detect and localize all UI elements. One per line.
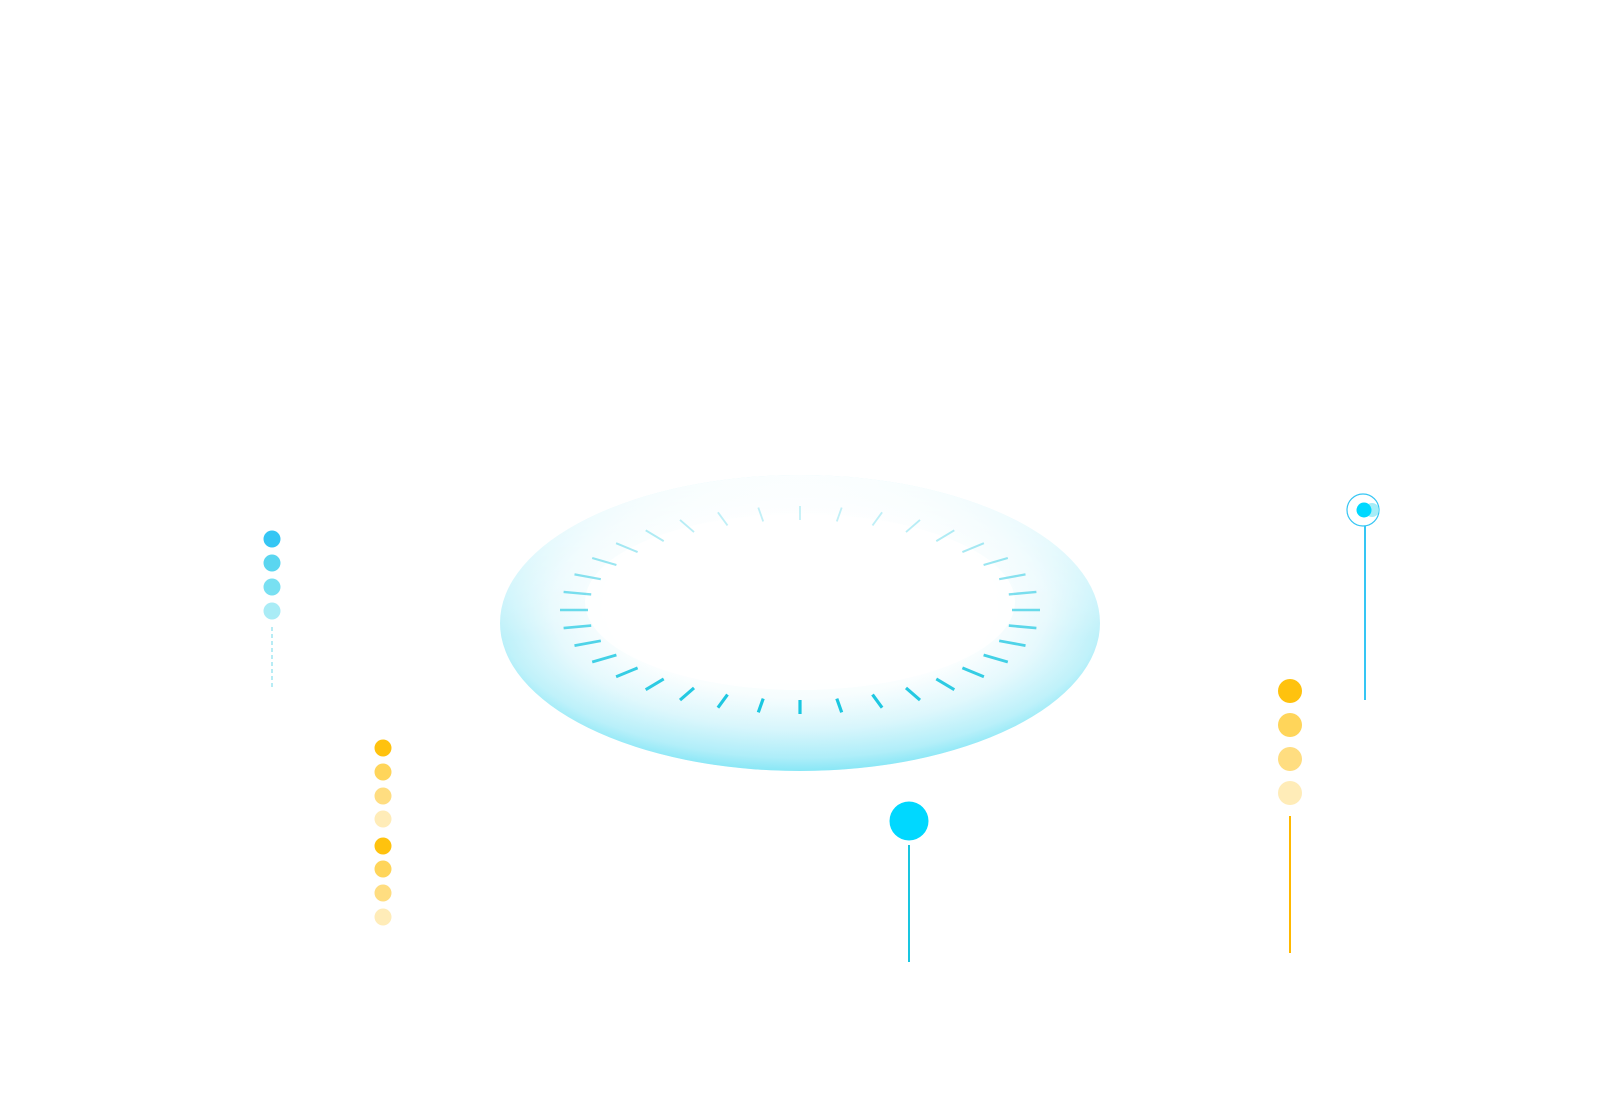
gold-dot [374,860,392,878]
blue-dot-column [263,530,281,690]
gold-dot [374,810,392,828]
gold-dot [1278,713,1302,737]
ring-tick [717,511,729,526]
ring-tick [835,507,843,522]
ring-tick [998,639,1026,647]
target-icon [1346,493,1380,527]
ring-tick [871,511,883,526]
ring-tick [1008,590,1037,596]
ring-tick [905,519,921,533]
ring-tick [835,698,844,713]
ring-tick [871,693,884,709]
ring-tick [591,556,617,567]
ring-tick [983,653,1009,664]
gold-dot-pin [1278,679,1302,953]
ring-tick [961,666,985,679]
ring-ticks [560,506,1040,714]
ring-tick [574,573,602,581]
gold-dot [374,787,392,805]
gold-dot [374,837,392,855]
gold-dot [374,763,392,781]
gold-dot [374,884,392,902]
target-pin [1346,493,1380,700]
ring-tick [998,573,1026,581]
ring-tick [1008,624,1037,630]
ring-tick [645,529,665,542]
ring-tick [935,677,956,692]
ring-tick [574,639,602,647]
gold-dot [1278,679,1302,703]
ring-tick [615,666,639,679]
disc-inner [585,514,1015,690]
ring-tick [962,542,985,554]
ring-tick [563,590,592,596]
gold-dot [374,908,392,926]
ring-tick [716,693,729,709]
blue-dot [263,530,281,548]
blue-dot [263,602,281,620]
ring-tick [757,507,765,522]
gold-dot-column [374,739,392,926]
blue-dot [263,578,281,596]
gold-dot [1278,747,1302,771]
ring-tick [615,542,638,554]
ring-tick [644,677,665,692]
blue-dot [263,554,281,572]
ring-tick [983,556,1009,567]
ring-disc [500,475,1100,771]
cyan-pin-head [889,801,929,841]
gold-dot [1278,781,1302,805]
ring-tick [678,686,696,702]
cyan-pin [889,801,929,962]
ring-tick [563,624,592,630]
gold-dot [374,739,392,757]
ring-tick [679,519,695,533]
ring-tick [935,529,955,542]
ring-tick [904,686,922,702]
ring-tick [756,698,765,713]
ring-tick [591,653,617,664]
